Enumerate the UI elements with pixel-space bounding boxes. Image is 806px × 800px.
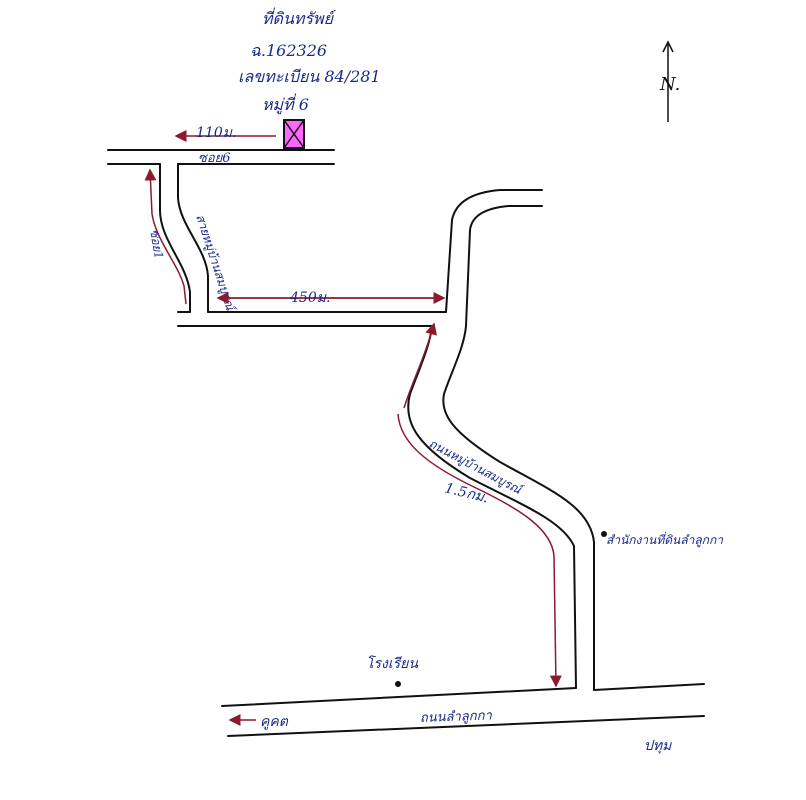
compass-label: N. <box>659 74 680 95</box>
main-curve-road <box>407 189 595 691</box>
property-title: ที่ดินทรัพย์ <box>262 7 336 28</box>
side-road-label-b: สายหมู่บ้านสมบูรณ์ <box>192 213 238 315</box>
distance-label-110: 110ม. <box>196 125 236 141</box>
side-road <box>159 163 209 313</box>
property-plot-marker <box>283 119 305 149</box>
property-address: เลขทะเบียน 84/281 <box>238 67 381 86</box>
route-arrow-main-up <box>403 322 437 409</box>
property-deed: ฉ.162326 <box>250 41 327 60</box>
north-arrow-icon <box>662 40 674 122</box>
soi6-road <box>107 149 335 165</box>
direction-left-label: คูคต <box>260 714 289 730</box>
office-dot-icon <box>601 531 607 537</box>
route-arrow-main-curve <box>397 413 562 688</box>
bottom-road-label: ถนนลำลูกกา <box>420 708 493 726</box>
property-moo: หมู่ที่ 6 <box>262 93 309 115</box>
route-arrow-side-road <box>144 168 187 305</box>
direction-right-label: ปทุม <box>644 738 672 754</box>
distance-label-450: 450ม. <box>289 290 330 306</box>
soi6-label: ซอย6 <box>198 151 231 166</box>
school-dot-icon <box>395 681 401 687</box>
bottom-road <box>221 683 705 737</box>
school-label: โรงเรียน <box>366 655 418 672</box>
side-road-label-a: ซอย1 <box>147 228 166 260</box>
office-label: สำนักงานที่ดินลำลูกกา <box>606 531 724 548</box>
road-450 <box>177 311 447 327</box>
